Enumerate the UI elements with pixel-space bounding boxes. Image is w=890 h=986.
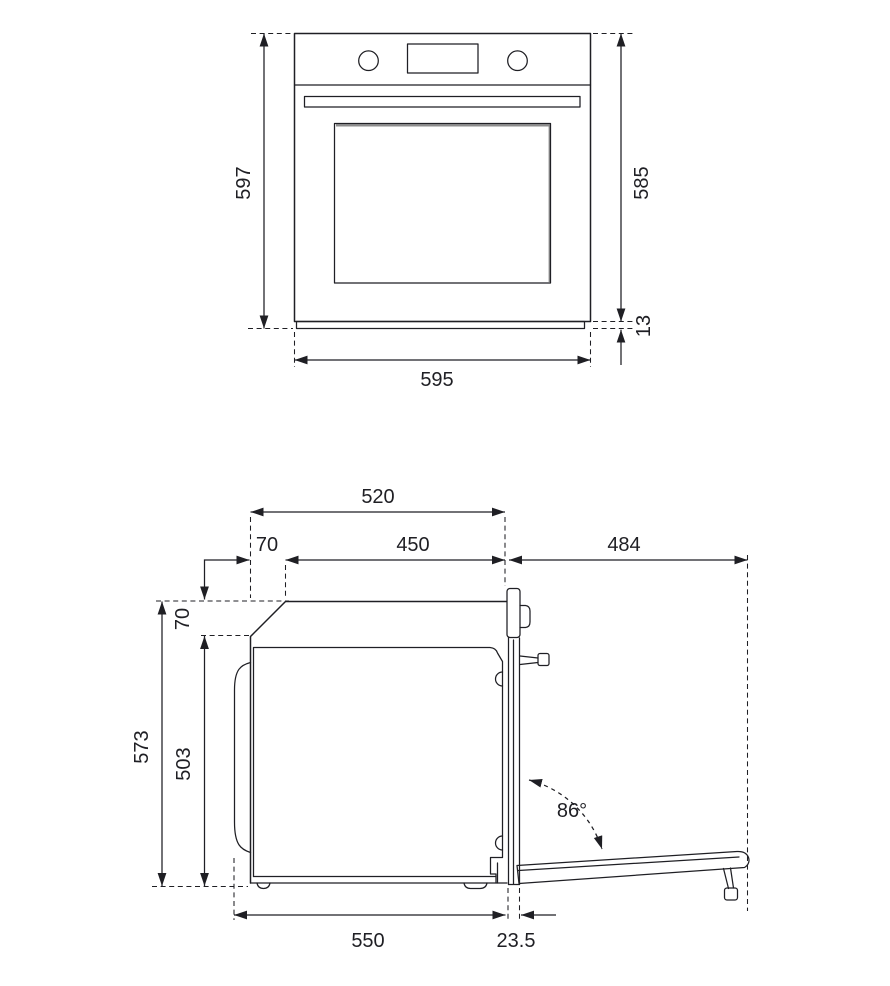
open-door-inner-line [517, 856, 740, 872]
dim-13: 13 [593, 315, 655, 365]
front-view: 597 585 13 595 [233, 32, 655, 391]
display-window [406, 43, 479, 74]
handle-standoff-a [519, 655, 539, 659]
dim-label-450: 450 [396, 534, 429, 556]
door-open-profile [516, 850, 750, 901]
dim-label-70-front: 70 [256, 534, 278, 556]
dim-label-585: 585 [631, 166, 653, 199]
door-top-block [506, 587, 521, 639]
dim-23-5: 23.5 [497, 888, 556, 952]
rear-bulge [233, 661, 252, 854]
left-knob [358, 50, 379, 72]
top-hood-and-rear-wall [249, 600, 508, 884]
dim-70-offset: 70 70 [172, 534, 278, 630]
hinge-notch-lower [494, 835, 504, 851]
dim-label-86: 86° [557, 800, 587, 822]
dim-573: 573 [131, 601, 167, 886]
door-closed-profile [506, 587, 550, 886]
dim-label-520: 520 [361, 486, 394, 508]
front-foot [256, 882, 271, 890]
dim-label-597: 597 [233, 166, 255, 199]
dim-550: 550 [233, 858, 506, 952]
dim-label-70-top: 70 [172, 608, 194, 630]
open-door-slab [516, 850, 750, 885]
dim-520: 520 [249, 486, 506, 598]
rear-foot [463, 882, 488, 890]
hinge-notch-upper [494, 671, 504, 687]
dim-label-484: 484 [607, 534, 640, 556]
body-box [252, 646, 504, 884]
door-handle-front [303, 95, 581, 108]
dim-label-503: 503 [173, 747, 195, 780]
handle-section-closed [537, 652, 550, 667]
door-glass [333, 122, 552, 284]
dim-503: 503 [173, 636, 209, 886]
door-top-tab [519, 604, 531, 629]
dim-450: 450 [284, 534, 505, 599]
open-handle-standoff-b [729, 867, 735, 889]
open-handle-standoff-a [722, 867, 730, 890]
handle-section-open [723, 887, 739, 901]
side-view: 520 70 70 450 484 573 [131, 486, 750, 952]
dim-label-595: 595 [420, 369, 453, 391]
reference-lines [152, 600, 289, 888]
oven-front-body [293, 32, 592, 323]
dim-86-degrees: 86° [528, 779, 603, 850]
right-knob [507, 50, 528, 72]
dim-597: 597 [233, 32, 293, 330]
dim-label-550: 550 [351, 930, 384, 952]
dim-label-23-5: 23.5 [497, 930, 536, 952]
handle-standoff-b [519, 661, 539, 666]
bottom-trim-strip [295, 320, 586, 330]
oven-side-outline [233, 600, 508, 890]
dim-595: 595 [293, 332, 592, 391]
dim-label-13: 13 [633, 315, 655, 337]
dim-484: 484 [509, 534, 749, 911]
oven-front-outline [293, 32, 592, 330]
dim-label-573: 573 [131, 730, 153, 763]
dim-585: 585 [593, 32, 653, 323]
